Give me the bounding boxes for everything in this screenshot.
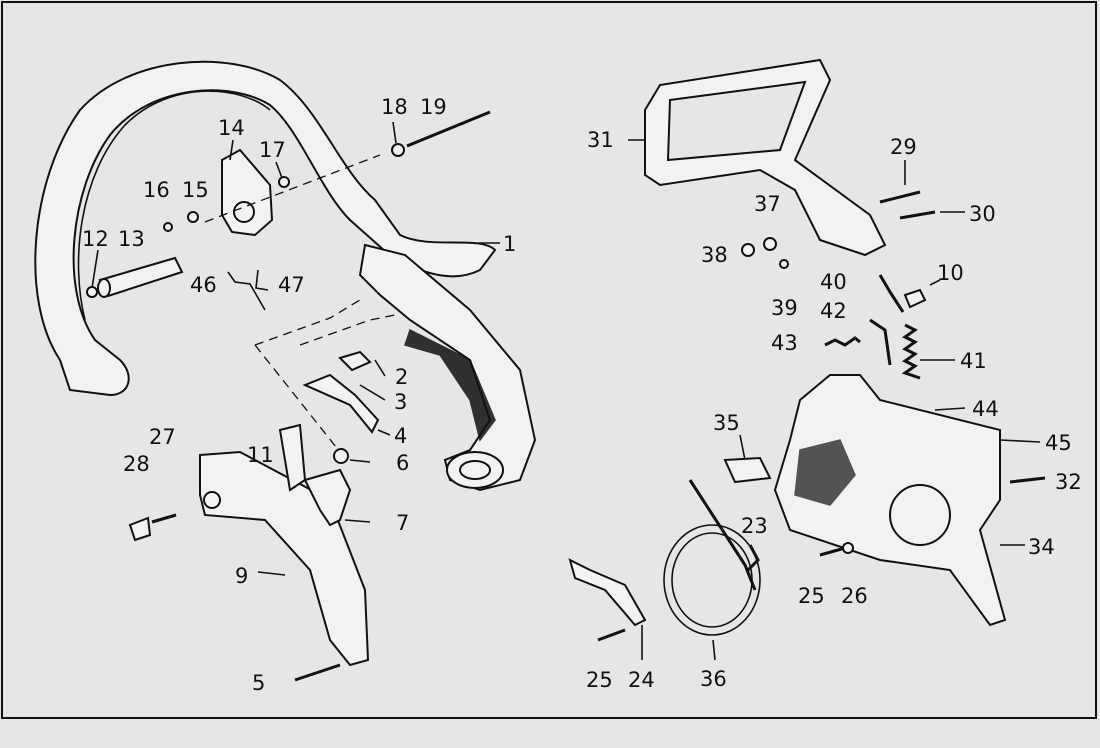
callout-12: 12 [82, 227, 109, 251]
washer-part-18 [391, 143, 405, 157]
lever-part-40 [878, 274, 905, 313]
spring-part-46 [227, 271, 266, 311]
callout-23: 23 [741, 514, 768, 538]
bolt-part-19 [406, 110, 491, 148]
washer-part-17 [278, 176, 290, 188]
assembly-axis-line [204, 154, 381, 223]
callout-1: 1 [503, 232, 516, 256]
callout-34: 34 [1028, 535, 1055, 559]
callout-40: 40 [820, 270, 847, 294]
sleeve-part-28 [128, 516, 152, 542]
callout-labels: 1 2 3 4 5 6 7 9 10 11 12 13 14 15 16 17 … [82, 95, 1082, 695]
callout-42: 42 [820, 299, 847, 323]
callout-45: 45 [1045, 431, 1072, 455]
nut-part-38 [741, 243, 755, 257]
assembly-line-a [254, 299, 361, 346]
callout-31: 31 [587, 128, 614, 152]
callout-36: 36 [700, 667, 727, 691]
assembly-line-b [254, 344, 341, 453]
screw-part-25-right [819, 546, 846, 557]
callout-17: 17 [259, 138, 286, 162]
callout-18: 18 [381, 95, 408, 119]
screw-part-16 [163, 222, 173, 232]
screw-part-5 [294, 663, 341, 682]
callout-11: 11 [247, 443, 274, 467]
lever-part-42 [869, 318, 892, 366]
callout-35: 35 [713, 411, 740, 435]
callout-7: 7 [396, 511, 409, 535]
spring-part-47 [255, 269, 269, 291]
callout-41: 41 [960, 349, 987, 373]
pin-part-23 [746, 544, 760, 572]
callout-4: 4 [394, 424, 407, 448]
sprocket-cover-part-34 [773, 374, 1007, 627]
cap-part-10 [903, 288, 927, 309]
callout-14: 14 [218, 116, 245, 140]
callout-39: 39 [771, 296, 798, 320]
pad-part-35 [723, 456, 772, 484]
callout-6: 6 [396, 451, 409, 475]
callout-24: 24 [628, 668, 655, 692]
throttle-part-7 [303, 468, 352, 527]
bushing-part-6 [333, 448, 349, 464]
drawing-border [1, 1, 1097, 719]
trigger-part-3 [302, 373, 380, 434]
nut-part-15 [187, 211, 199, 223]
screw-part-25-left [597, 628, 626, 642]
handle-housing [358, 243, 537, 492]
callout-25-right: 25 [798, 584, 825, 608]
chain-brake-handle-part-31 [644, 58, 887, 257]
spring-part-41 [901, 323, 921, 380]
callout-19: 19 [420, 95, 447, 119]
bracket-part-14 [221, 148, 274, 237]
callout-46: 46 [190, 273, 217, 297]
callout-15: 15 [182, 178, 209, 202]
screw-part-29 [879, 190, 921, 204]
screw-part-32 [1009, 476, 1046, 484]
callout-47: 47 [278, 273, 305, 297]
washer-part-39 [779, 259, 789, 269]
callout-13: 13 [118, 227, 145, 251]
assembly-line-c [299, 314, 396, 346]
washer-part-26 [842, 542, 854, 554]
washer-part-37 [763, 237, 777, 251]
callout-16: 16 [143, 178, 170, 202]
screw-part-30 [899, 210, 936, 220]
spring-part-43 [824, 336, 861, 347]
callout-9: 9 [235, 564, 248, 588]
leader-lines [91, 121, 1041, 661]
callout-2: 2 [395, 365, 408, 389]
lever-part-2 [338, 350, 372, 372]
callout-30: 30 [969, 202, 996, 226]
callout-10: 10 [937, 261, 964, 285]
callout-5: 5 [252, 671, 265, 695]
callout-43: 43 [771, 331, 798, 355]
callout-28: 28 [123, 452, 150, 476]
callout-44: 44 [972, 397, 999, 421]
plate-part-24 [568, 558, 647, 627]
callout-29: 29 [890, 135, 917, 159]
brake-band-part-36 [663, 479, 761, 636]
callout-37: 37 [754, 192, 781, 216]
callout-3: 3 [394, 390, 407, 414]
callout-26: 26 [841, 584, 868, 608]
front-handle-bar [34, 60, 497, 397]
callout-25-left: 25 [586, 668, 613, 692]
callout-38: 38 [701, 243, 728, 267]
callout-32: 32 [1055, 470, 1082, 494]
washer-part-12 [86, 286, 98, 298]
callout-27: 27 [149, 425, 176, 449]
pin-part-27 [151, 513, 177, 524]
sleeve-part-13 [97, 256, 184, 298]
